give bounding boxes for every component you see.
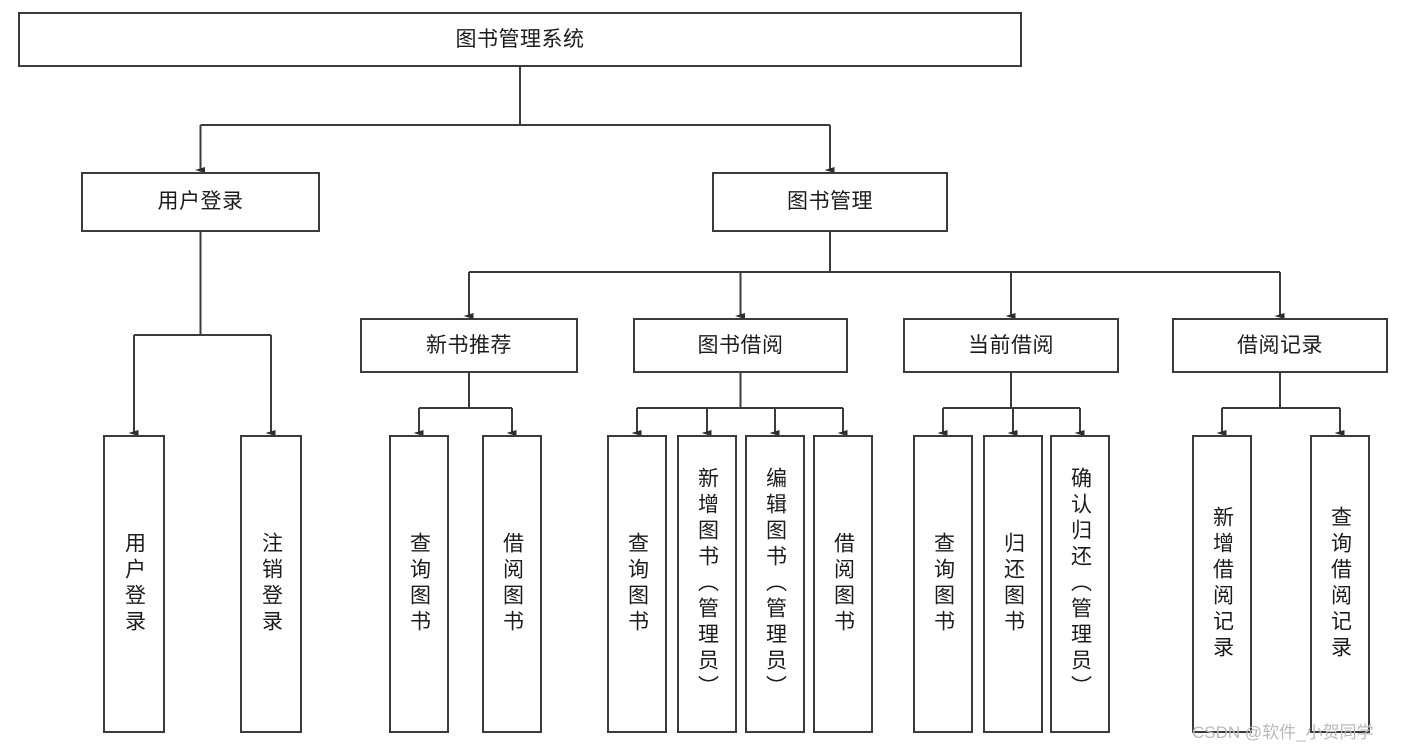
node-leaf-query-1[interactable]: 查询图书 <box>389 435 449 733</box>
node-borrow-record[interactable]: 借阅记录 <box>1172 318 1388 373</box>
node-label: 新增图书（管理员） <box>695 467 719 701</box>
node-label: 图书借阅 <box>697 333 784 357</box>
node-label: 查询图书 <box>625 532 649 636</box>
node-new-book-rec[interactable]: 新书推荐 <box>360 318 578 373</box>
node-leaf-query-3[interactable]: 查询图书 <box>913 435 973 733</box>
node-label: 用户登录 <box>157 190 244 214</box>
node-label: 用户登录 <box>122 532 146 636</box>
node-label: 图书管理系统 <box>455 27 585 51</box>
node-label: 查询图书 <box>931 532 955 636</box>
node-leaf-borrow-2[interactable]: 借阅图书 <box>813 435 873 733</box>
node-leaf-return[interactable]: 归还图书 <box>983 435 1043 733</box>
node-label: 查询借阅记录 <box>1328 506 1352 662</box>
node-label: 借阅记录 <box>1237 333 1323 357</box>
node-leaf-add-rec[interactable]: 新增借阅记录 <box>1192 435 1252 733</box>
node-user-login[interactable]: 用户登录 <box>81 172 320 232</box>
node-label: 编辑图书（管理员） <box>763 467 787 701</box>
node-leaf-borrow-1[interactable]: 借阅图书 <box>482 435 542 733</box>
csdn-watermark: CSDN @软件_小贺同学 <box>1192 723 1374 742</box>
node-label: 注销登录 <box>259 532 283 636</box>
node-label: 查询图书 <box>407 532 431 636</box>
node-label: 新增借阅记录 <box>1210 506 1234 662</box>
node-root[interactable]: 图书管理系统 <box>18 12 1022 67</box>
node-label: 当前借阅 <box>968 333 1054 357</box>
node-leaf-edit-book[interactable]: 编辑图书（管理员） <box>745 435 805 733</box>
node-label: 借阅图书 <box>500 532 524 636</box>
node-leaf-confirm[interactable]: 确认归还（管理员） <box>1050 435 1110 733</box>
node-leaf-user-login[interactable]: 用户登录 <box>103 435 165 733</box>
node-leaf-query-2[interactable]: 查询图书 <box>607 435 667 733</box>
node-book-borrow[interactable]: 图书借阅 <box>633 318 848 373</box>
node-label: 借阅图书 <box>831 532 855 636</box>
node-label: 确认归还（管理员） <box>1068 467 1092 701</box>
node-label: 新书推荐 <box>426 333 512 357</box>
node-leaf-logout[interactable]: 注销登录 <box>240 435 302 733</box>
node-current-borrow[interactable]: 当前借阅 <box>903 318 1119 373</box>
node-label: 图书管理 <box>787 190 873 214</box>
node-leaf-add-book[interactable]: 新增图书（管理员） <box>677 435 737 733</box>
node-label: 归还图书 <box>1001 532 1025 636</box>
node-leaf-query-rec[interactable]: 查询借阅记录 <box>1310 435 1370 733</box>
node-book-manage[interactable]: 图书管理 <box>712 172 948 232</box>
